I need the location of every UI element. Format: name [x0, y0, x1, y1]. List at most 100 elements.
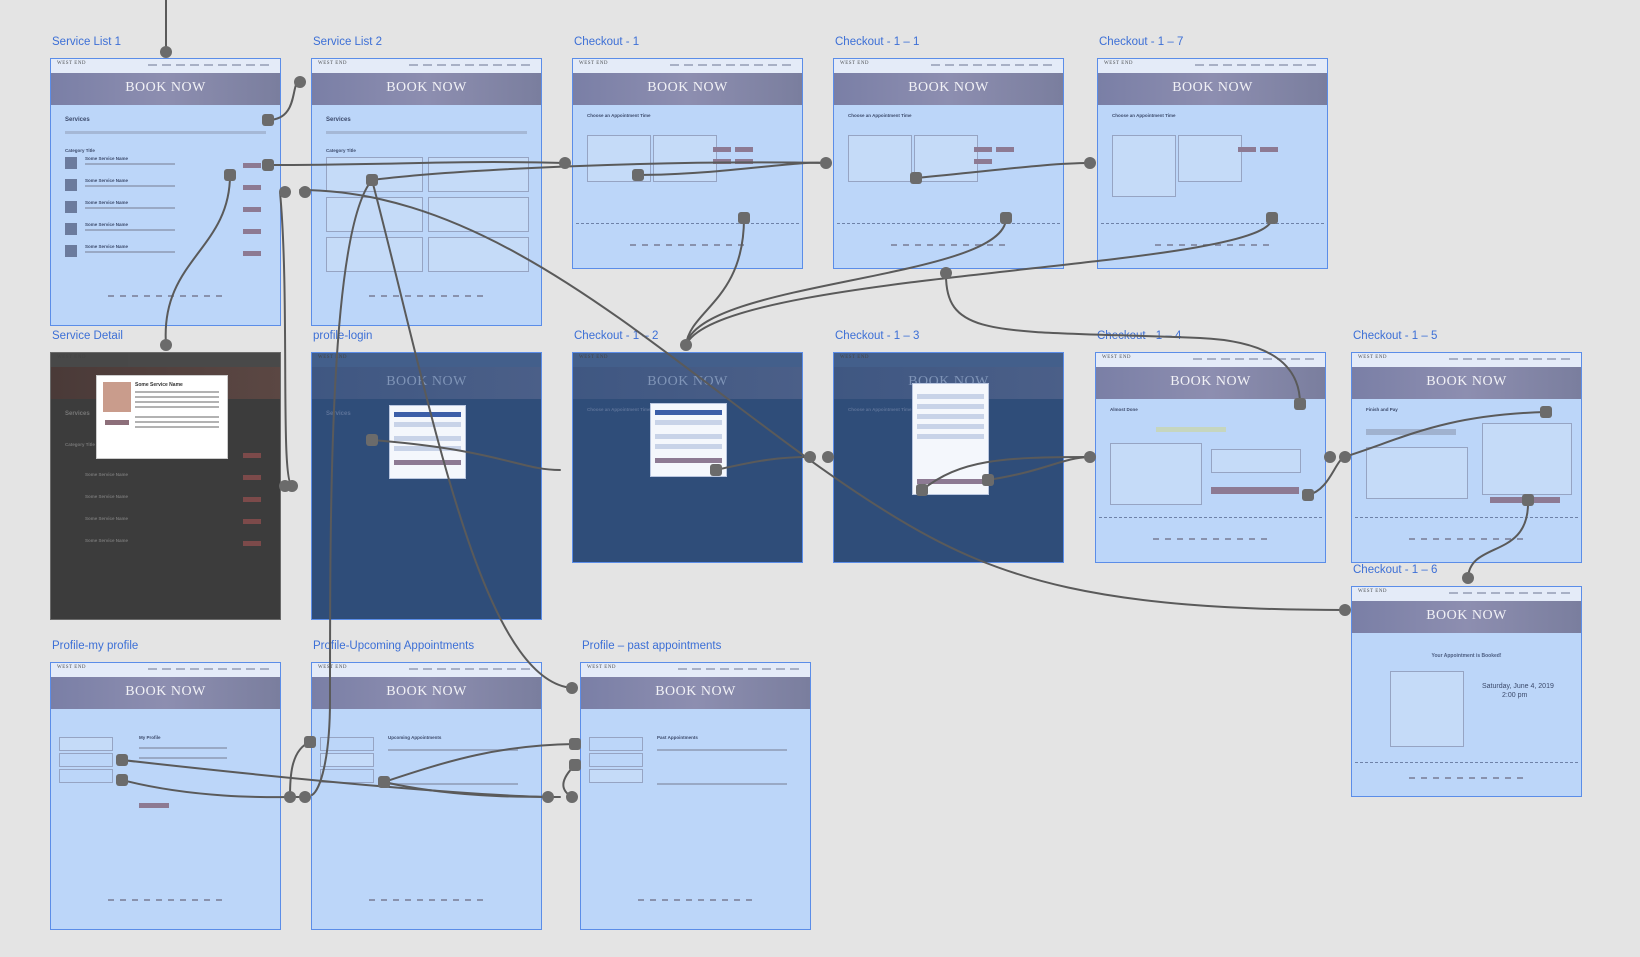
book-now-button[interactable]: [243, 185, 261, 190]
facebook-login-button[interactable]: [655, 410, 722, 415]
time-slot[interactable]: [713, 147, 731, 152]
signup-button[interactable]: [917, 479, 984, 484]
time-slot[interactable]: [974, 159, 992, 164]
sidebar-item-my-profile[interactable]: [320, 737, 374, 751]
login-modal[interactable]: [650, 403, 727, 477]
frame-title-service-detail[interactable]: Service Detail: [52, 330, 123, 342]
login-modal[interactable]: [389, 405, 466, 479]
frame-profile-past[interactable]: WEST END BOOK NOW Past Appointments: [580, 662, 811, 930]
login-button[interactable]: [655, 458, 722, 463]
frame-title-profile-my-profile[interactable]: Profile-my profile: [52, 640, 139, 652]
sidebar-item-past[interactable]: [589, 769, 643, 783]
frame-title-profile-login[interactable]: profile-login: [313, 330, 373, 342]
frame-service-detail[interactable]: WEST END BOOK NOW Services Category Titl…: [50, 352, 281, 620]
frame-service-list-1[interactable]: WEST END BOOK NOW Services Category Titl…: [50, 58, 281, 326]
service-name[interactable]: Some Service Name: [85, 222, 129, 227]
service-card[interactable]: [428, 157, 529, 192]
sidebar-item-upcoming[interactable]: [589, 753, 643, 767]
frame-profile-my-profile[interactable]: WEST END BOOK NOW My Profile: [50, 662, 281, 930]
pay-button[interactable]: [1490, 497, 1560, 503]
google-login-button[interactable]: [394, 422, 461, 427]
book-now-button[interactable]: [243, 207, 261, 212]
time-slot[interactable]: [735, 159, 753, 164]
time-slot[interactable]: [1260, 147, 1278, 152]
login-button[interactable]: [394, 460, 461, 465]
facebook-login-button[interactable]: [394, 412, 461, 417]
frame-checkout-1-7[interactable]: WEST END BOOK NOW Choose an Appointment …: [1097, 58, 1328, 269]
frame-checkout-1-2[interactable]: WEST END BOOK NOW Choose an Appointment …: [572, 352, 803, 563]
filter-bar[interactable]: [65, 131, 266, 134]
phone-field[interactable]: [917, 424, 984, 429]
modal-desc: [135, 421, 219, 423]
frame-checkout-1[interactable]: WEST END BOOK NOW Choose an Appointment …: [572, 58, 803, 269]
frame-title-checkout-1-1[interactable]: Checkout - 1 – 1: [835, 36, 920, 48]
service-detail-modal[interactable]: Some Service Name: [96, 375, 228, 459]
frame-title-checkout-1-7[interactable]: Checkout - 1 – 7: [1099, 36, 1184, 48]
service-card[interactable]: [428, 237, 529, 272]
frame-title-checkout-1-5[interactable]: Checkout - 1 – 5: [1353, 330, 1438, 342]
name-field[interactable]: [139, 747, 227, 749]
email-field[interactable]: [655, 434, 722, 439]
email-field[interactable]: [394, 436, 461, 441]
book-now-button[interactable]: [243, 251, 261, 256]
modal-book-button[interactable]: [105, 420, 129, 425]
card-form[interactable]: [1366, 447, 1468, 499]
complete-booking-button[interactable]: [1211, 487, 1299, 494]
frame-title-checkout-1-6[interactable]: Checkout - 1 – 6: [1353, 564, 1438, 576]
frame-title-profile-past[interactable]: Profile – past appointments: [582, 640, 722, 652]
filter-bar[interactable]: [326, 131, 527, 134]
calendar[interactable]: [1178, 135, 1242, 182]
time-slot[interactable]: [735, 147, 753, 152]
notes-field[interactable]: [1211, 449, 1301, 473]
frame-profile-login[interactable]: WEST END BOOK NOW Services: [311, 352, 542, 620]
service-card[interactable]: [326, 157, 423, 192]
email-field[interactable]: [139, 757, 227, 759]
service-name[interactable]: Some Service Name: [85, 244, 129, 249]
book-now-button[interactable]: [243, 229, 261, 234]
password-field[interactable]: [394, 446, 461, 451]
service-name[interactable]: Some Service Name: [85, 156, 129, 161]
book-now-button[interactable]: [243, 163, 261, 168]
frame-title-checkout-1-4[interactable]: Checkout - 1 – 4: [1097, 330, 1182, 342]
calendar[interactable]: [653, 135, 717, 182]
password-field[interactable]: [917, 434, 984, 439]
service-name[interactable]: Some Service Name: [85, 178, 129, 183]
password-field[interactable]: [655, 444, 722, 449]
service-card[interactable]: [428, 197, 529, 232]
frame-checkout-1-6[interactable]: WEST END BOOK NOW Your Appointment is Bo…: [1351, 586, 1582, 797]
frame-checkout-1-4[interactable]: WEST END BOOK NOW Almost Done: [1095, 352, 1326, 563]
email-field[interactable]: [917, 414, 984, 419]
time-slot[interactable]: [1238, 147, 1256, 152]
last-name-field[interactable]: [917, 404, 984, 409]
service-card[interactable]: [326, 197, 423, 232]
service-card[interactable]: [326, 237, 423, 272]
sidebar-item-my-profile[interactable]: [59, 737, 113, 751]
signup-modal[interactable]: [912, 383, 989, 495]
sidebar-item-upcoming[interactable]: [320, 753, 374, 767]
frame-title-profile-upcoming[interactable]: Profile-Upcoming Appointments: [313, 640, 475, 652]
service-name[interactable]: Some Service Name: [85, 200, 129, 205]
frame-service-list-2[interactable]: WEST END BOOK NOW Services Category Titl…: [311, 58, 542, 326]
sidebar-item-past[interactable]: [59, 769, 113, 783]
frame-title-checkout-1-2[interactable]: Checkout - 1 – 2: [574, 330, 659, 342]
sidebar-item-my-profile[interactable]: [589, 737, 643, 751]
time-slot[interactable]: [996, 147, 1014, 152]
google-login-button[interactable]: [655, 420, 722, 425]
frame-title-checkout-1[interactable]: Checkout - 1: [574, 36, 640, 48]
frame-checkout-1-3[interactable]: WEST END BOOK NOW Choose an Appointment …: [833, 352, 1064, 563]
first-name-field[interactable]: [917, 394, 984, 399]
frame-checkout-1-1[interactable]: WEST END BOOK NOW Choose an Appointment …: [833, 58, 1064, 269]
calendar[interactable]: [914, 135, 978, 182]
payment-methods[interactable]: [1366, 429, 1456, 435]
frame-profile-upcoming[interactable]: WEST END BOOK NOW Upcoming Appointments: [311, 662, 542, 930]
frame-title-service-list-2[interactable]: Service List 2: [313, 36, 383, 48]
sidebar-item-upcoming[interactable]: [59, 753, 113, 767]
time-slot[interactable]: [713, 159, 731, 164]
save-button[interactable]: [139, 803, 169, 808]
frame-title-service-list-1[interactable]: Service List 1: [52, 36, 122, 48]
frame-checkout-1-5[interactable]: WEST END BOOK NOW Finish and Pay: [1351, 352, 1582, 563]
time-slot[interactable]: [974, 147, 992, 152]
frame-title-checkout-1-3[interactable]: Checkout - 1 – 3: [835, 330, 920, 342]
sidebar-item-past[interactable]: [320, 769, 374, 783]
site-header: WEST END: [834, 353, 1063, 367]
